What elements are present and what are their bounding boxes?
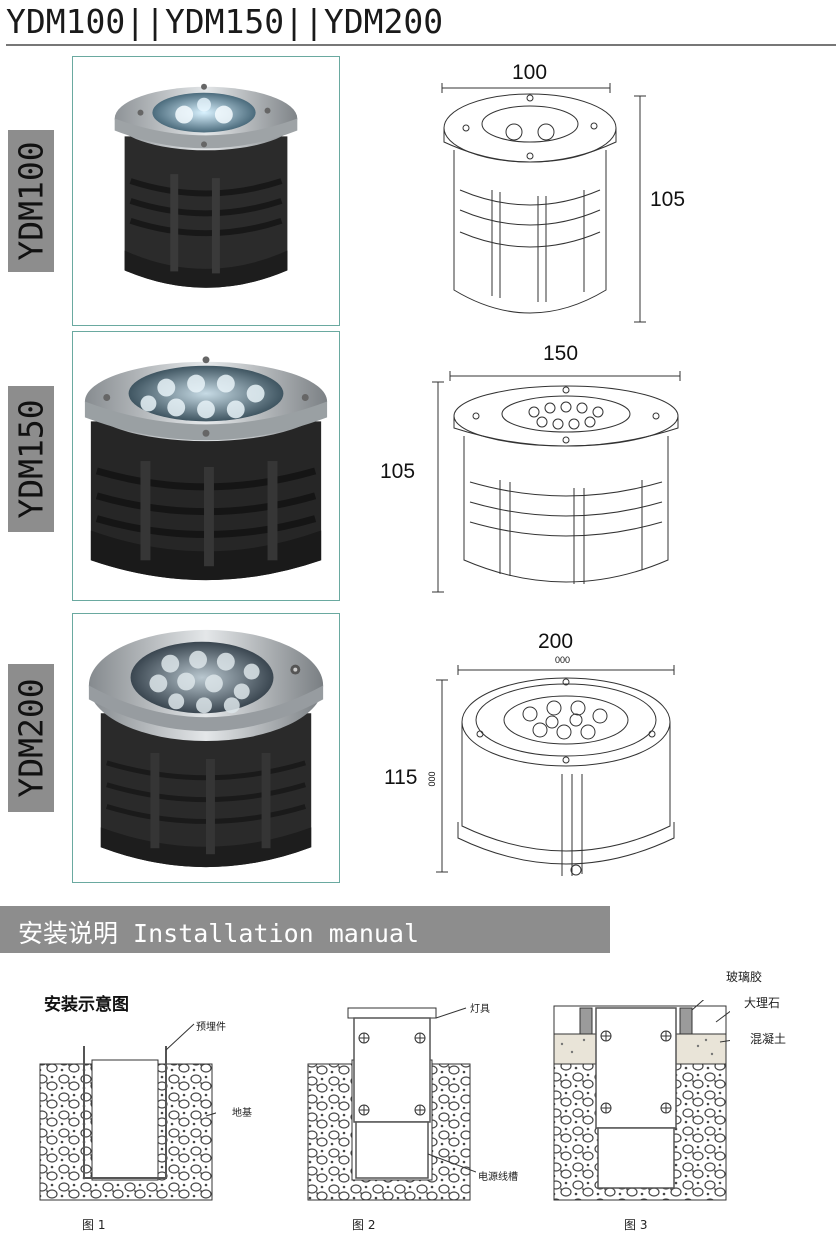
model-tag-ydm150: YDM150 xyxy=(8,386,54,532)
dim-width-sub-ydm200: 000 xyxy=(555,655,571,665)
label-embed-part: 预埋件 xyxy=(196,1022,226,1033)
figure-3-caption: 图 3 xyxy=(624,1218,648,1232)
page-title: YDM100||YDM150||YDM200 xyxy=(6,2,444,41)
model-tag-label: YDM200 xyxy=(11,678,51,798)
dim-height-ydm200: 115 xyxy=(384,766,418,789)
photo-ydm200 xyxy=(72,613,340,883)
dim-width-ydm100: 100 xyxy=(512,61,548,84)
figure-1-diagram xyxy=(39,1023,216,1201)
photo-ydm100 xyxy=(72,56,340,326)
dim-width-ydm150: 150 xyxy=(543,342,579,365)
label-concrete: 混凝土 xyxy=(750,1032,787,1046)
dim-height-sub-ydm200: 000 xyxy=(426,771,437,787)
figure-3-diagram xyxy=(553,1000,730,1201)
installation-banner: 安装说明 Installation manual xyxy=(0,906,610,953)
drawing-ydm150 xyxy=(432,371,681,593)
drawing-ydm200 xyxy=(436,665,675,876)
model-tag-label: YDM100 xyxy=(11,141,51,261)
installation-banner-label: 安装说明 Installation manual xyxy=(18,919,420,948)
figure-1-caption: 图 1 xyxy=(82,1218,106,1232)
header-divider xyxy=(6,44,836,46)
photo-ydm150 xyxy=(72,331,340,601)
dim-height-ydm100: 105 xyxy=(650,188,686,211)
label-glass-glue: 玻璃胶 xyxy=(726,970,763,984)
dim-width-ydm200: 200 xyxy=(538,630,574,653)
label-marble: 大理石 xyxy=(744,996,781,1010)
drawing-ydm100 xyxy=(441,83,646,323)
dim-height-ydm150: 105 xyxy=(380,460,416,483)
model-tag-label: YDM150 xyxy=(11,399,51,519)
model-tag-ydm200: YDM200 xyxy=(8,664,54,812)
figure-2-diagram xyxy=(307,1007,476,1201)
label-lamp: 灯具 xyxy=(470,1004,490,1015)
figure-2-caption: 图 2 xyxy=(352,1218,376,1232)
label-foundation: 地基 xyxy=(232,1108,252,1119)
installation-diagram-title: 安装示意图 xyxy=(44,995,129,1015)
page-header: YDM100||YDM150||YDM200 xyxy=(0,0,840,48)
model-tag-ydm100: YDM100 xyxy=(8,130,54,272)
label-cable-trough: 电源线槽 xyxy=(478,1172,518,1183)
